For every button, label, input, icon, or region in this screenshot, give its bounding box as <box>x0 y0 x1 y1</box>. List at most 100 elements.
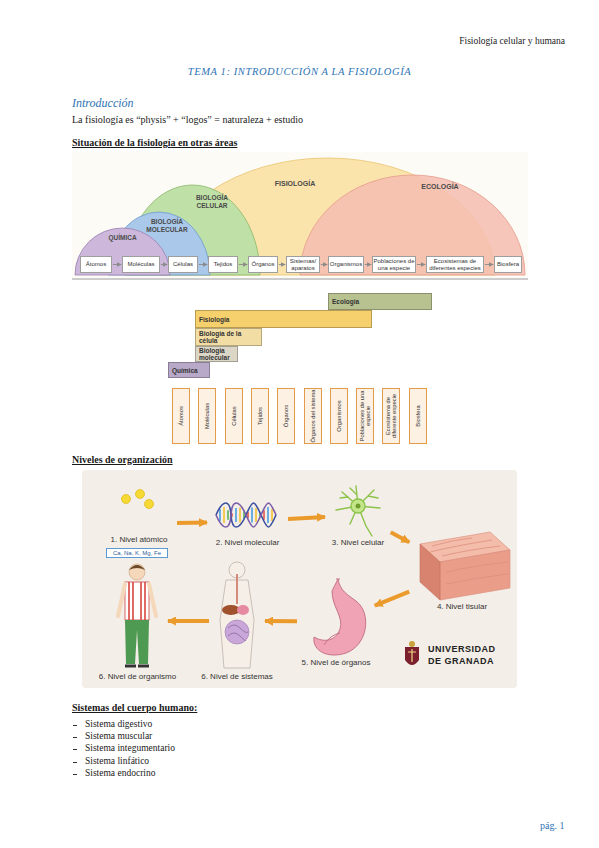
base-pair <box>263 510 265 519</box>
scale-box: Células <box>168 256 198 273</box>
body-text: La fisiología es “physis” + “logos” = na… <box>72 114 303 125</box>
atom-dots <box>122 490 154 509</box>
scale-box: Moléculas <box>122 256 160 273</box>
base-pair <box>271 509 273 521</box>
base-pair <box>219 509 221 521</box>
scale-box: Biosfera <box>494 256 522 273</box>
scale-box: Órganos <box>248 256 278 273</box>
human-figure <box>118 564 156 666</box>
intestine <box>225 620 249 644</box>
list-dash <box>73 749 77 750</box>
scale-label: Moléculas <box>199 389 215 443</box>
base-pair <box>255 508 257 522</box>
list-dash <box>73 725 77 726</box>
field-bar: Fisiología <box>195 310 372 328</box>
page-title: TEMA 1: INTRODUCCIÓN A LA FISIOLOGÍA <box>0 66 599 77</box>
stomach <box>314 579 366 655</box>
cell-body <box>351 499 365 513</box>
field-bar: Ecología <box>328 293 432 310</box>
scale-label: Células <box>226 389 242 443</box>
scale-box: Células <box>225 388 243 444</box>
level-label: 4. Nivel tisular <box>437 602 487 612</box>
atom <box>136 490 145 499</box>
scale-box: Órganos <box>277 388 295 444</box>
stomach-detail <box>324 579 340 645</box>
scale-box: Órganos del sistema <box>304 388 322 444</box>
element-list: Ca, Na, K, Mg, Fe <box>113 550 161 557</box>
scale-label: Órganos <box>278 389 294 443</box>
atom <box>122 495 131 504</box>
shirt <box>125 582 149 620</box>
scale-label: Tejidos <box>252 389 268 443</box>
organization-level: 5. Nivel de órganos <box>300 575 372 668</box>
scale-label: Sistemas/ aparatos <box>287 258 319 271</box>
connector-arrow <box>168 619 209 623</box>
connector-arrow <box>485 264 493 265</box>
level-illustration <box>110 560 165 682</box>
list-dash <box>73 762 77 763</box>
area-label: ECOLOGÍA <box>405 183 475 191</box>
field-label: Biología de la célula <box>199 330 261 344</box>
level-label: 6. Nivel de sistemas <box>201 672 273 682</box>
arm <box>118 584 156 616</box>
organization-level: 6. Nivel de organismo <box>110 560 165 682</box>
scale-label: Ecosistema de diferente especie <box>383 389 399 443</box>
level-label: 5. Nivel de órganos <box>302 658 371 668</box>
scale-box: Poblaciones de una especie <box>372 256 416 273</box>
connector-arrow <box>288 517 325 519</box>
scale-box: Sistemas/ aparatos <box>286 256 320 273</box>
organization-level: 2. Nivel molecular <box>210 495 285 548</box>
dendrite <box>336 486 380 536</box>
area-label: BIOLOGÍA MOLECULAR <box>142 218 192 233</box>
scale-label: Biosfera <box>410 389 426 443</box>
scale-box: Poblaciones de una especie <box>356 388 374 444</box>
field-bar: Química <box>168 362 210 378</box>
logo-text: DE GRANADA <box>428 656 494 666</box>
nucleus <box>356 504 361 509</box>
scale-box: Ecosistema de diferente especie <box>382 388 400 444</box>
level-illustration <box>300 575 372 668</box>
level-label: 1. Nivel atómico <box>111 535 168 545</box>
list-dashes <box>73 726 77 775</box>
emblem-crown <box>409 641 415 647</box>
running-header: Fisiología celular y humana <box>400 36 565 46</box>
diagram-background <box>72 152 528 278</box>
section-rule <box>72 279 528 280</box>
emblem-cross <box>408 649 416 662</box>
organization-level: 3. Nivel celular <box>328 482 388 548</box>
scale-box: Moléculas <box>198 388 216 444</box>
area-label: FISIOLOGÍA <box>250 180 340 188</box>
head <box>129 564 145 580</box>
connector-arrow <box>279 264 285 265</box>
field-label: Ecología <box>332 298 431 305</box>
connector-arrow <box>391 532 410 542</box>
list-dash <box>73 737 77 738</box>
connector-arrow <box>375 592 409 606</box>
base-pair <box>235 508 237 522</box>
digestive-system <box>220 562 254 668</box>
neuron <box>336 486 380 536</box>
subsection-heading: Situación de la fisiología en otras área… <box>72 137 237 148</box>
list-item: Sistema digestivo <box>85 719 152 729</box>
connector-arrow <box>199 264 207 265</box>
field-label: Química <box>172 367 209 374</box>
list-item: Sistema muscular <box>85 731 152 741</box>
illustration-panel <box>82 470 517 688</box>
scale-label: Organismos <box>330 261 362 268</box>
field-bar: Biología de la célula <box>195 328 262 346</box>
base-pair <box>267 507 269 523</box>
dna-helix <box>216 503 276 527</box>
scale-box: Tejidos <box>208 256 238 273</box>
base-pair <box>223 507 225 523</box>
element-box: Ca, Na, K, Mg, Fe <box>106 548 168 558</box>
level-label: 3. Nivel celular <box>332 538 384 548</box>
connector-arrow <box>113 264 121 265</box>
university-emblem <box>405 641 419 665</box>
scale-label: Poblaciones de una especie <box>357 389 373 443</box>
area-label: BIOLOGÍA CELULAR <box>187 194 237 209</box>
scale-box: Tejidos <box>251 388 269 444</box>
scale-box: Organismos <box>330 388 348 444</box>
atom <box>145 500 154 509</box>
tissue-side <box>420 544 440 600</box>
